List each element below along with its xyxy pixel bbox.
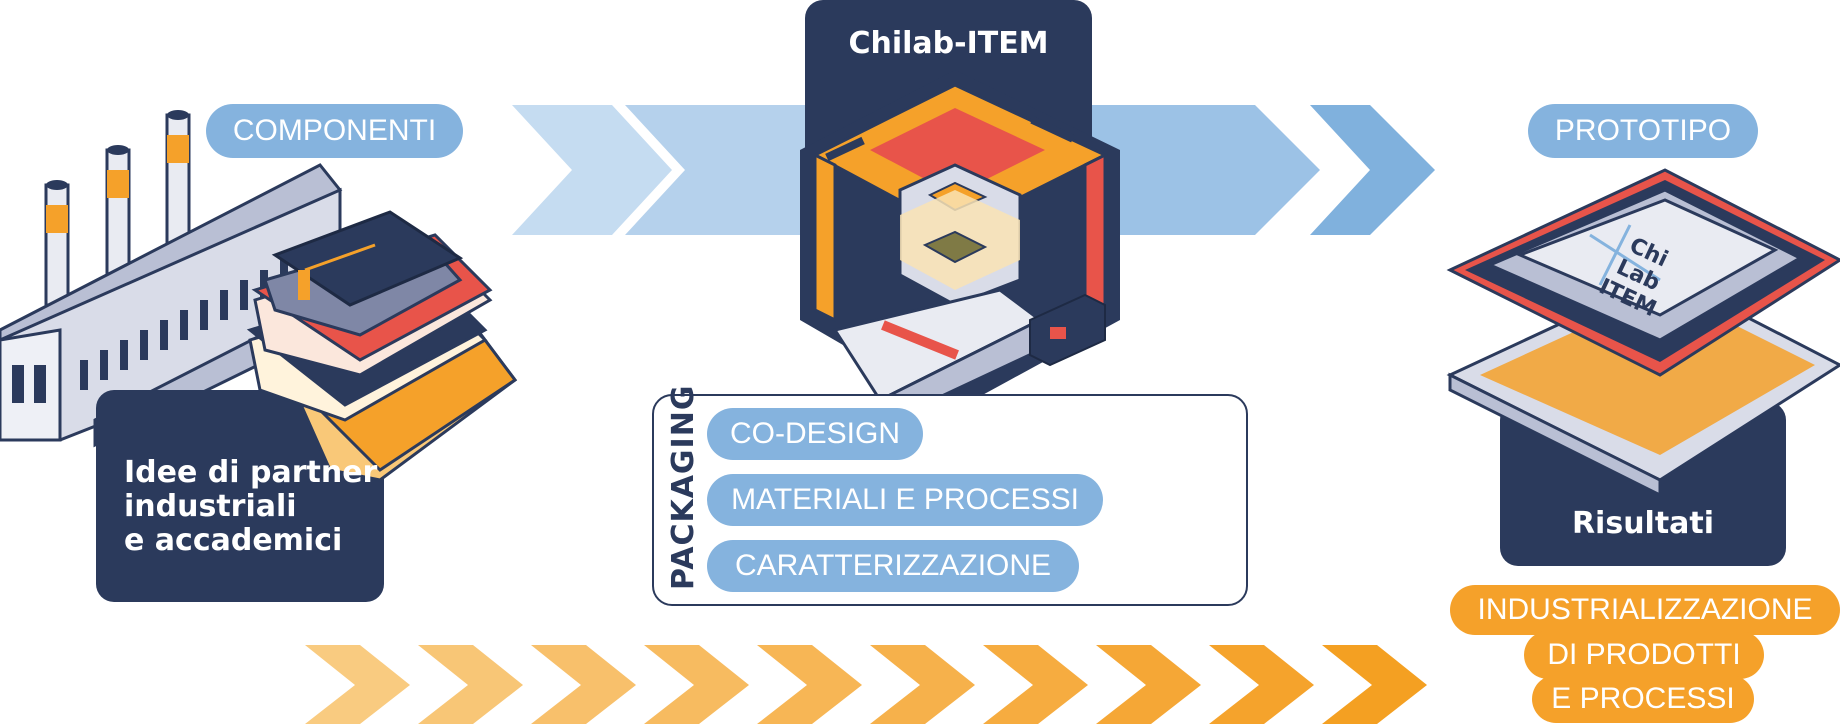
source-line-1: Idee di partner — [124, 455, 378, 490]
packaging-item-characterization: CARATTERIZZAZIONE — [707, 540, 1079, 592]
blue-chevron-2 — [625, 105, 820, 235]
chip-icon — [1446, 168, 1840, 498]
orange-chevron — [1209, 645, 1314, 724]
blue-chevron-3 — [1090, 105, 1320, 235]
outcome-line-3: E PROCESSI — [1532, 675, 1754, 723]
source-line-2: industriali — [124, 489, 297, 524]
results-label: Risultati — [1571, 506, 1715, 541]
outcome-text: DI PRODOTTI — [1547, 638, 1741, 671]
orange-chevron — [870, 645, 975, 724]
orange-chevron — [305, 645, 410, 724]
outcome-text: INDUSTRIALIZZAZIONE — [1477, 593, 1813, 626]
orange-chevron — [983, 645, 1088, 724]
orange-flow-arrows — [305, 645, 1427, 724]
orange-chevron — [644, 645, 749, 724]
packaging-item-label: CO-DESIGN — [729, 417, 900, 450]
packaging-title: PACKAGING — [666, 384, 701, 590]
orange-chevron — [757, 645, 862, 724]
outcome-line-2: DI PRODOTTI — [1524, 631, 1764, 679]
blue-chevron-4 — [1310, 105, 1435, 235]
components-pill: COMPONENTI — [206, 104, 463, 158]
orange-chevron — [1096, 645, 1201, 724]
components-label: COMPONENTI — [232, 114, 437, 147]
packaging-item-materials: MATERIALI E PROCESSI — [707, 474, 1103, 526]
prototype-pill: PROTOTIPO — [1528, 104, 1758, 158]
blue-chevron-1 — [512, 105, 672, 235]
source-text: Idee di partner industriali e accademici — [124, 456, 377, 558]
orange-chevron — [418, 645, 523, 724]
source-line-3: e accademici — [124, 523, 343, 558]
lab-title: Chilab-ITEM — [848, 26, 1049, 61]
orange-chevron — [531, 645, 636, 724]
packaging-item-label: MATERIALI E PROCESSI — [731, 483, 1079, 516]
packaging-item-codesign: CO-DESIGN — [707, 408, 923, 460]
outcome-line-1: INDUSTRIALIZZAZIONE — [1450, 585, 1840, 635]
books-icon — [246, 210, 518, 482]
prototype-label: PROTOTIPO — [1554, 114, 1732, 147]
outcome-text: E PROCESSI — [1551, 682, 1735, 715]
packaging-item-label: CARATTERIZZAZIONE — [734, 549, 1052, 582]
blue-flow-arrows — [512, 105, 1435, 235]
orange-chevron — [1322, 645, 1427, 724]
source-card — [96, 390, 384, 602]
